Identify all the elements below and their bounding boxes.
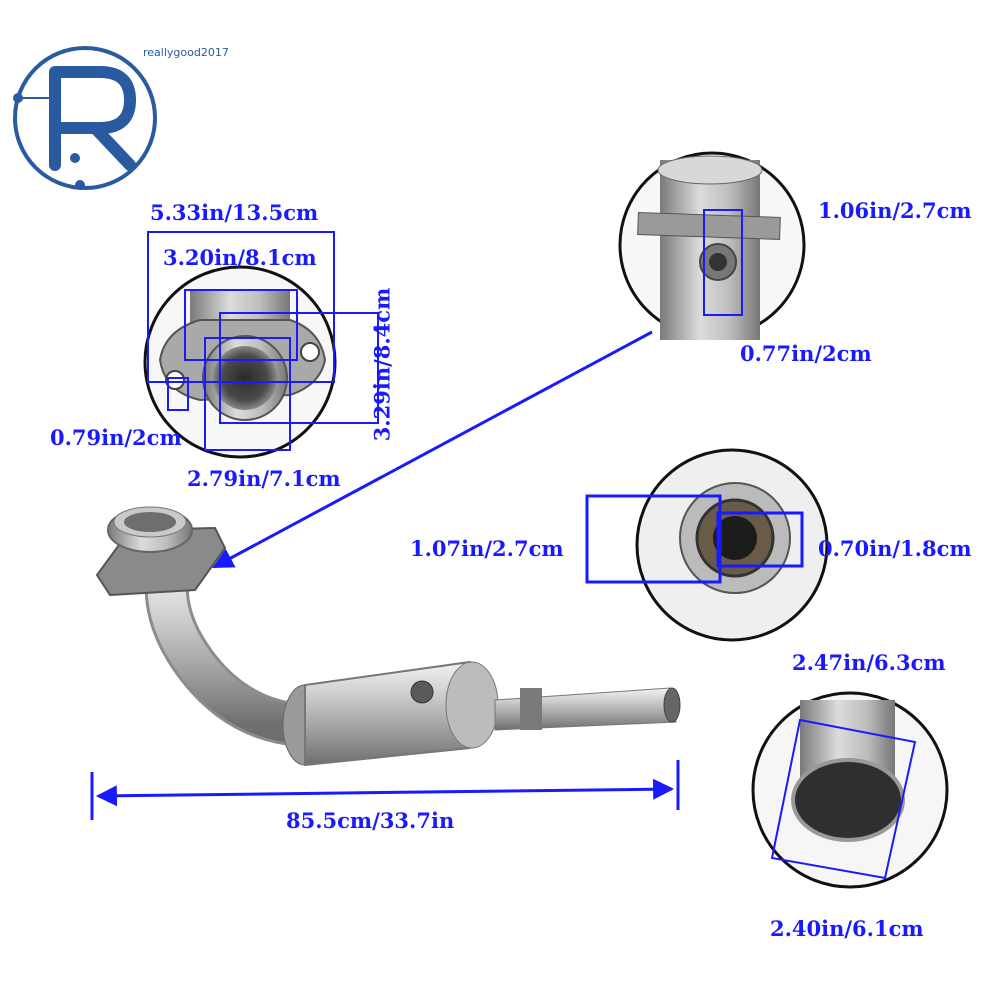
- inlet-pipe-diameter-label: 2.79in/7.1cm: [187, 466, 341, 491]
- brand-logo: [13, 46, 157, 190]
- second-bung-outer-label: 1.07in/2.7cm: [410, 536, 564, 561]
- brand-text: reallygood2017: [143, 46, 229, 59]
- catalytic-converter: [95, 506, 681, 767]
- sensor-bung-inner-label: 0.77in/2cm: [740, 341, 872, 366]
- sensor-leader-arrow: [212, 330, 653, 569]
- sensor-bung-detail: [618, 151, 806, 340]
- inlet-bolt-hole-label: 0.79in/2cm: [50, 425, 182, 450]
- overall-length-dimension: [90, 760, 680, 820]
- outlet-pipe-detail: [751, 691, 949, 889]
- inlet-flange-width-label: 5.33in/13.5cm: [150, 200, 319, 225]
- outlet-outer-diameter-label: 2.47in/6.3cm: [792, 650, 946, 675]
- inlet-flange-height-label: 3.29in/8.4cm: [369, 287, 395, 442]
- sensor-bung-outer-label: 1.06in/2.7cm: [818, 198, 972, 223]
- inlet-flange-detail: [143, 231, 379, 459]
- inlet-bolt-spacing-label: 3.20in/8.1cm: [163, 245, 317, 270]
- second-bung-detail: [585, 448, 829, 642]
- outlet-inner-diameter-label: 2.40in/6.1cm: [770, 916, 924, 941]
- second-bung-inner-label: 0.70in/1.8cm: [818, 536, 972, 561]
- overall-length-label: 85.5cm/33.7in: [286, 808, 455, 833]
